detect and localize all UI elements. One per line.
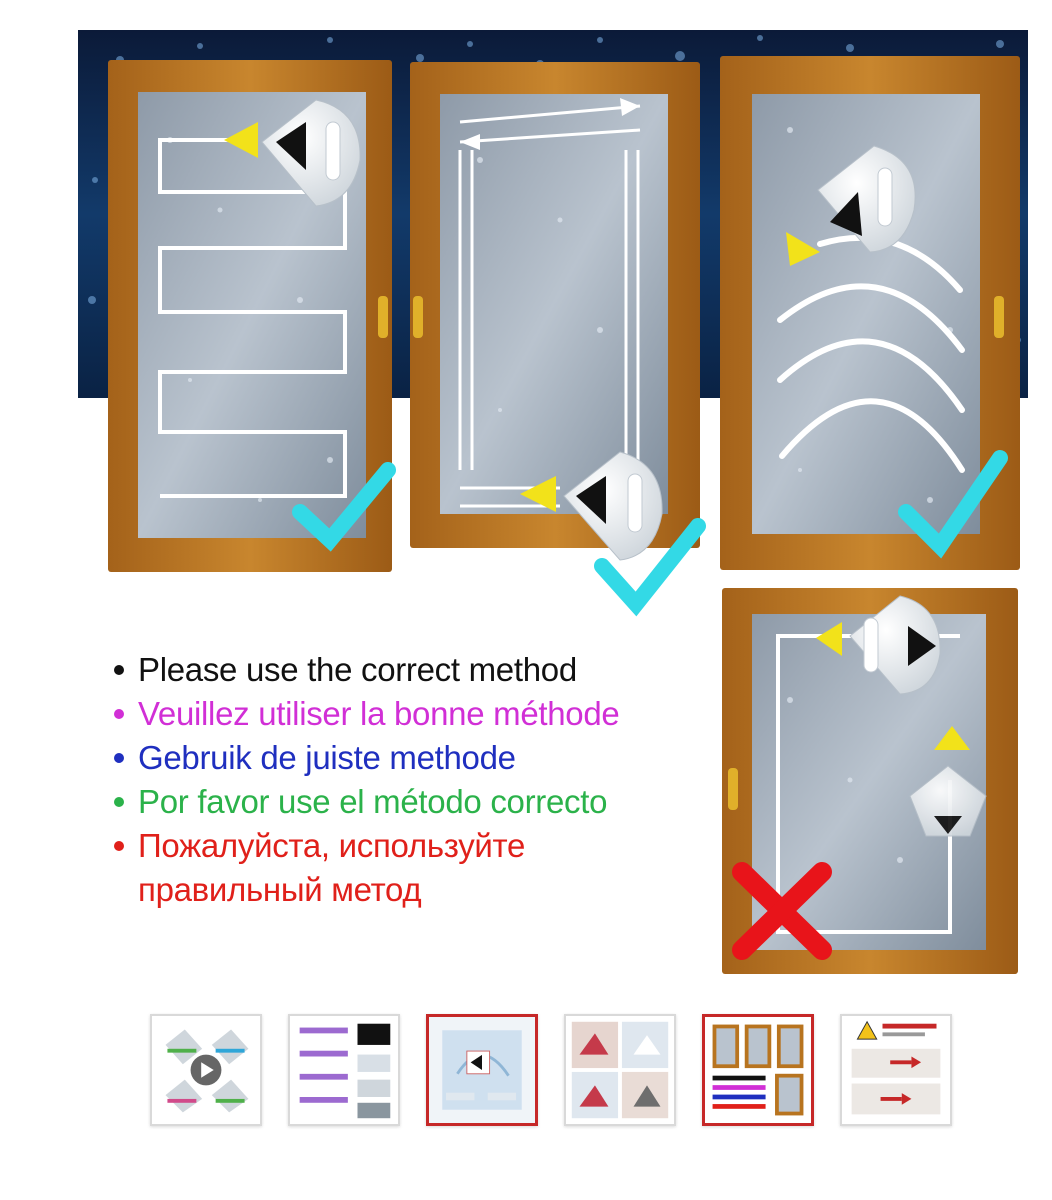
check-icon — [594, 518, 706, 617]
thumbnail-method[interactable] — [702, 1014, 814, 1126]
instruction-text: Please use the correct method — [138, 651, 577, 688]
instruction-english: Please use the correct method — [112, 648, 712, 692]
instruction-text: Veuillez utiliser la bonne méthode — [138, 695, 620, 732]
warning-icon — [856, 1020, 878, 1040]
thumbnail-thickness[interactable] — [288, 1014, 400, 1126]
check-icon — [898, 450, 1008, 559]
thumbnail-window[interactable] — [426, 1014, 538, 1126]
window-wrong — [722, 588, 1018, 974]
product-illustration — [78, 30, 1028, 974]
instruction-list: Please use the correct method Veuillez u… — [112, 648, 712, 912]
instruction-dutch: Gebruik de juiste methode — [112, 736, 712, 780]
window-zigzag — [108, 60, 396, 572]
thumbnail-video[interactable] — [150, 1014, 262, 1126]
cross-icon — [732, 862, 832, 960]
bullet-icon — [114, 753, 124, 763]
check-icon — [292, 462, 396, 552]
thumbnail-warning[interactable] — [840, 1014, 952, 1126]
bullet-icon — [114, 709, 124, 719]
instruction-french: Veuillez utiliser la bonne méthode — [112, 692, 712, 736]
instruction-spanish: Por favor use el método correcto — [112, 780, 712, 824]
window-arc — [720, 56, 1020, 570]
instruction-russian: Пожалуйста, используйте правильный метод — [112, 824, 608, 912]
bullet-icon — [114, 665, 124, 675]
instruction-text: Пожалуйста, используйте правильный метод — [138, 827, 526, 908]
instruction-text: Por favor use el método correcto — [138, 783, 608, 820]
instruction-text: Gebruik de juiste methode — [138, 739, 516, 776]
thumbnail-gallery — [150, 1014, 956, 1132]
thumbnail-usage[interactable] — [564, 1014, 676, 1126]
bullet-icon — [114, 841, 124, 851]
bullet-icon — [114, 797, 124, 807]
window-perimeter — [410, 62, 706, 617]
